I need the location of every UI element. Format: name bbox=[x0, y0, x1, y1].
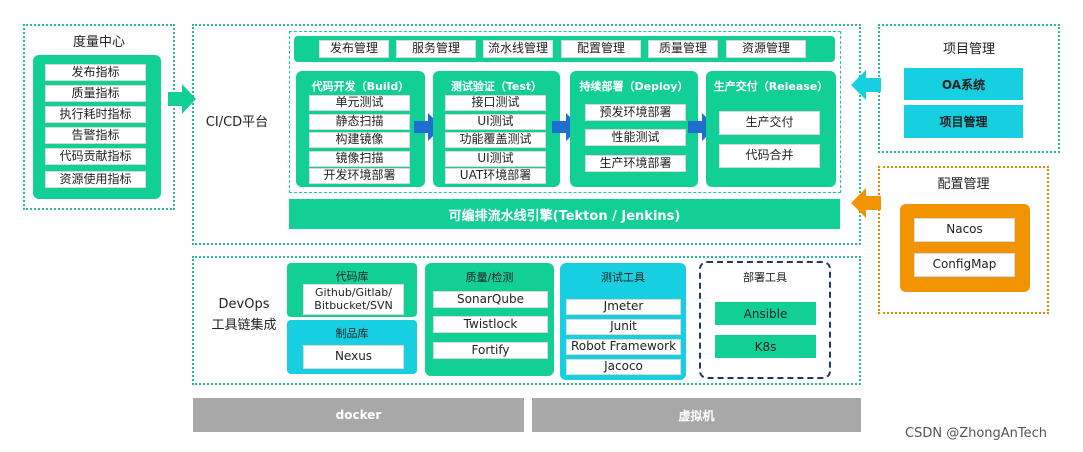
config-configmap: ConfigMap bbox=[914, 253, 1015, 277]
stage-item: 开发环境部署 bbox=[309, 168, 410, 184]
infra-docker: docker bbox=[193, 398, 524, 432]
artifact-title: 制品库 bbox=[335, 327, 369, 340]
deploy-tools-title: 部署工具 bbox=[743, 271, 787, 284]
metric-item: 资源使用指标 bbox=[45, 171, 146, 188]
stage-item: 性能测试 bbox=[585, 129, 686, 146]
stage-item: 接口测试 bbox=[445, 95, 546, 111]
artifact-nexus: Nexus bbox=[303, 345, 404, 369]
stage-release-title: 生产交付（Release） bbox=[713, 80, 829, 93]
quality-item: Twistlock bbox=[433, 316, 548, 333]
metric-item: 发布指标 bbox=[45, 64, 146, 81]
stage-item: UI测试 bbox=[445, 151, 546, 167]
stage-item: 生产交付 bbox=[719, 111, 820, 135]
nav-quality[interactable]: 质量管理 bbox=[648, 40, 718, 58]
metric-item: 代码贡献指标 bbox=[45, 148, 146, 165]
deploy-tools-group bbox=[699, 261, 831, 379]
devops-title-line2: 工具链集成 bbox=[211, 318, 277, 333]
stage-item: 静态扫描 bbox=[309, 114, 410, 130]
quality-title: 质量/检测 bbox=[465, 271, 514, 284]
quality-item: SonarQube bbox=[433, 291, 548, 308]
nav-release[interactable]: 发布管理 bbox=[319, 40, 389, 58]
arrow-right-icon bbox=[168, 84, 196, 114]
metric-item: 执行耗时指标 bbox=[45, 106, 146, 123]
cicd-panel bbox=[192, 24, 861, 245]
stage-item: UI测试 bbox=[445, 114, 546, 130]
test-tool-item: Jmeter bbox=[566, 299, 681, 315]
devops-panel bbox=[192, 256, 861, 385]
metrics-panel bbox=[23, 24, 175, 210]
metrics-title: 度量中心 bbox=[72, 35, 125, 50]
metric-item: 告警指标 bbox=[45, 127, 146, 144]
metric-item: 质量指标 bbox=[45, 85, 146, 102]
stage-deploy-title: 持续部署（Deploy） bbox=[579, 80, 689, 93]
stage-item: 构建镜像 bbox=[309, 132, 410, 148]
cicd-inner-border bbox=[289, 31, 841, 193]
arrow-left-icon bbox=[851, 70, 881, 100]
stage-item: UAT环境部署 bbox=[445, 168, 546, 184]
stage-item: 镜像扫描 bbox=[309, 151, 410, 167]
project-mgmt: 项目管理 bbox=[904, 105, 1023, 138]
stage-item: 生产环境部署 bbox=[585, 155, 686, 172]
stage-item: 预发环境部署 bbox=[585, 104, 686, 121]
config-title: 配置管理 bbox=[937, 177, 990, 192]
config-nacos: Nacos bbox=[914, 218, 1015, 242]
nav-config[interactable]: 配置管理 bbox=[561, 40, 641, 58]
stage-item: 代码合并 bbox=[719, 144, 820, 168]
cicd-title: CI/CD平台 bbox=[205, 115, 269, 130]
arrow-left-icon bbox=[851, 188, 881, 218]
deploy-k8s: K8s bbox=[715, 335, 816, 358]
test-tool-item: Robot Framework bbox=[566, 339, 681, 355]
project-title: 项目管理 bbox=[942, 42, 995, 57]
stage-build-title: 代码开发（Build） bbox=[311, 80, 410, 93]
watermark: CSDN @ZhongAnTech bbox=[905, 426, 1048, 441]
code-repo-title: 代码库 bbox=[335, 270, 369, 283]
code-repo-item: Github/Gitlab/ Bitbucket/SVN bbox=[303, 284, 404, 315]
nav-service[interactable]: 服务管理 bbox=[396, 40, 476, 58]
stage-item: 单元测试 bbox=[309, 95, 410, 111]
stage-item: 功能覆盖测试 bbox=[445, 132, 546, 148]
stage-test-title: 测试验证（Test） bbox=[450, 80, 543, 93]
nav-resource[interactable]: 资源管理 bbox=[726, 40, 806, 58]
deploy-ansible: Ansible bbox=[715, 302, 816, 325]
config-panel bbox=[878, 166, 1049, 314]
project-oa: OA系统 bbox=[904, 68, 1023, 100]
nav-pipeline[interactable]: 流水线管理 bbox=[483, 40, 553, 58]
pipeline-engine-bar: 可编排流水线引擎(Tekton / Jenkins) bbox=[289, 199, 840, 229]
quality-item: Fortify bbox=[433, 342, 548, 359]
test-tool-item: Junit bbox=[566, 319, 681, 335]
test-tool-item: Jacoco bbox=[566, 359, 681, 375]
infra-vm: 虚拟机 bbox=[532, 398, 861, 432]
test-tools-title: 测试工具 bbox=[601, 271, 645, 284]
devops-title-line1: DevOps bbox=[218, 297, 270, 312]
